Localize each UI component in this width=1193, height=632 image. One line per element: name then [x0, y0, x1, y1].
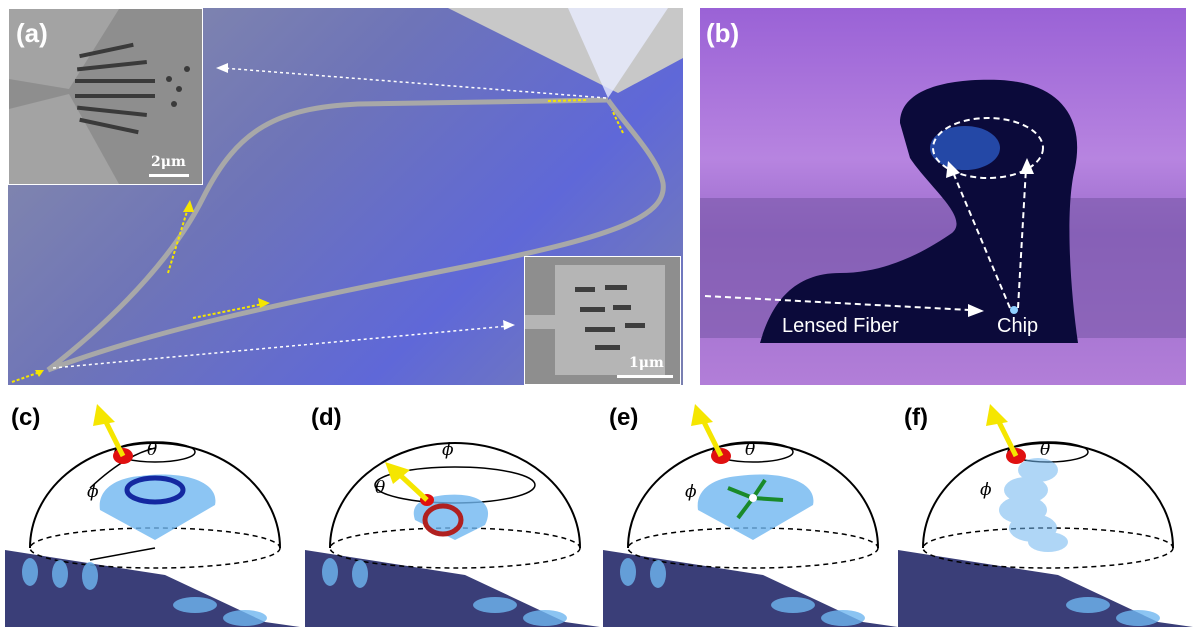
panel-f-vortex: (f) θ ϕ [898, 400, 1193, 627]
lensed-fiber-label: Lensed Fiber [782, 315, 899, 337]
scale-bar-1um [617, 375, 673, 378]
chip-photo-scene [700, 79, 1186, 344]
waveguide-lower [47, 98, 666, 373]
sem-grating-pattern [9, 9, 190, 184]
sem-pad-pattern [525, 265, 665, 375]
emission-cone [99, 474, 216, 540]
panel-e-radial: (e) θ ϕ [603, 400, 898, 627]
panel-label-f: (f) [904, 404, 928, 431]
panel-d-circular-reverse: (d) θ ϕ [305, 400, 600, 627]
waveguide-strip [5, 550, 300, 627]
chip-label: Chip [997, 315, 1039, 337]
panel-label-b: (b) [706, 18, 740, 48]
hemisphere-diagram-e [603, 404, 898, 627]
panel-c-circular: (c) θ ϕ [5, 400, 300, 627]
input-arrow-head [35, 370, 44, 377]
chip-to-spot-arrow-right [1017, 167, 1027, 309]
pointer-top-head [216, 63, 228, 73]
theta-symbol: θ [147, 440, 158, 460]
emission-spot [930, 126, 1000, 170]
hemisphere-diagram-f [898, 404, 1193, 627]
end-arrow-right [611, 109, 624, 134]
lower-arrow [192, 303, 264, 319]
panel-label-d: (d) [311, 404, 342, 431]
vortex-rings [999, 458, 1068, 552]
circular-arrow-red [422, 503, 464, 537]
panel-label-c: (c) [11, 404, 41, 431]
scale-label-1um: 1μm [629, 355, 664, 371]
chip-light [1010, 306, 1018, 314]
waveguide-upper [46, 97, 609, 372]
sem-inset-grating-bottom: 1μm [524, 256, 681, 385]
lower-arrow-head [258, 298, 270, 308]
phi-symbol: ϕ [980, 480, 992, 500]
waveguide-diagram [11, 8, 683, 383]
pointer-bottom-head [503, 320, 515, 330]
input-arrow [11, 371, 41, 383]
output-arrow [102, 418, 126, 458]
panel-label-a: (a) [16, 18, 48, 48]
theta-symbol: θ [375, 478, 386, 498]
panel-b-photo: Lensed Fiber Chip (b) [700, 8, 1186, 385]
phi-symbol: ϕ [685, 482, 697, 502]
fiber-arrow [704, 295, 971, 311]
theta-symbol: θ [745, 440, 756, 460]
phi-symbol: ϕ [87, 482, 99, 502]
upper-arrow [167, 207, 189, 274]
panel-a-waveguide-render: 2μm 1μm (a) [8, 8, 683, 385]
theta-symbol: θ [1040, 440, 1051, 460]
phi-symbol: ϕ [442, 440, 454, 460]
pointer-to-top-inset [222, 67, 607, 99]
circular-arrow [124, 475, 186, 505]
sem-inset-grating-top: 2μm [8, 8, 203, 185]
emission-cone [697, 474, 814, 540]
dome-outline [29, 442, 281, 549]
end-arrow-top [547, 99, 589, 102]
pointer-to-bottom-inset [52, 325, 509, 369]
upper-arrow-head [183, 200, 194, 212]
scale-bar-2um [149, 174, 189, 177]
scale-label-2um: 2μm [151, 154, 186, 170]
chip-to-spot-arrow-left [951, 169, 1011, 309]
spot-dashed-ring [932, 117, 1044, 179]
hemisphere-diagram-c [5, 404, 300, 627]
emission-cone [568, 8, 668, 98]
hemisphere-diagram-d [305, 442, 600, 627]
panel-label-e: (e) [609, 404, 639, 431]
